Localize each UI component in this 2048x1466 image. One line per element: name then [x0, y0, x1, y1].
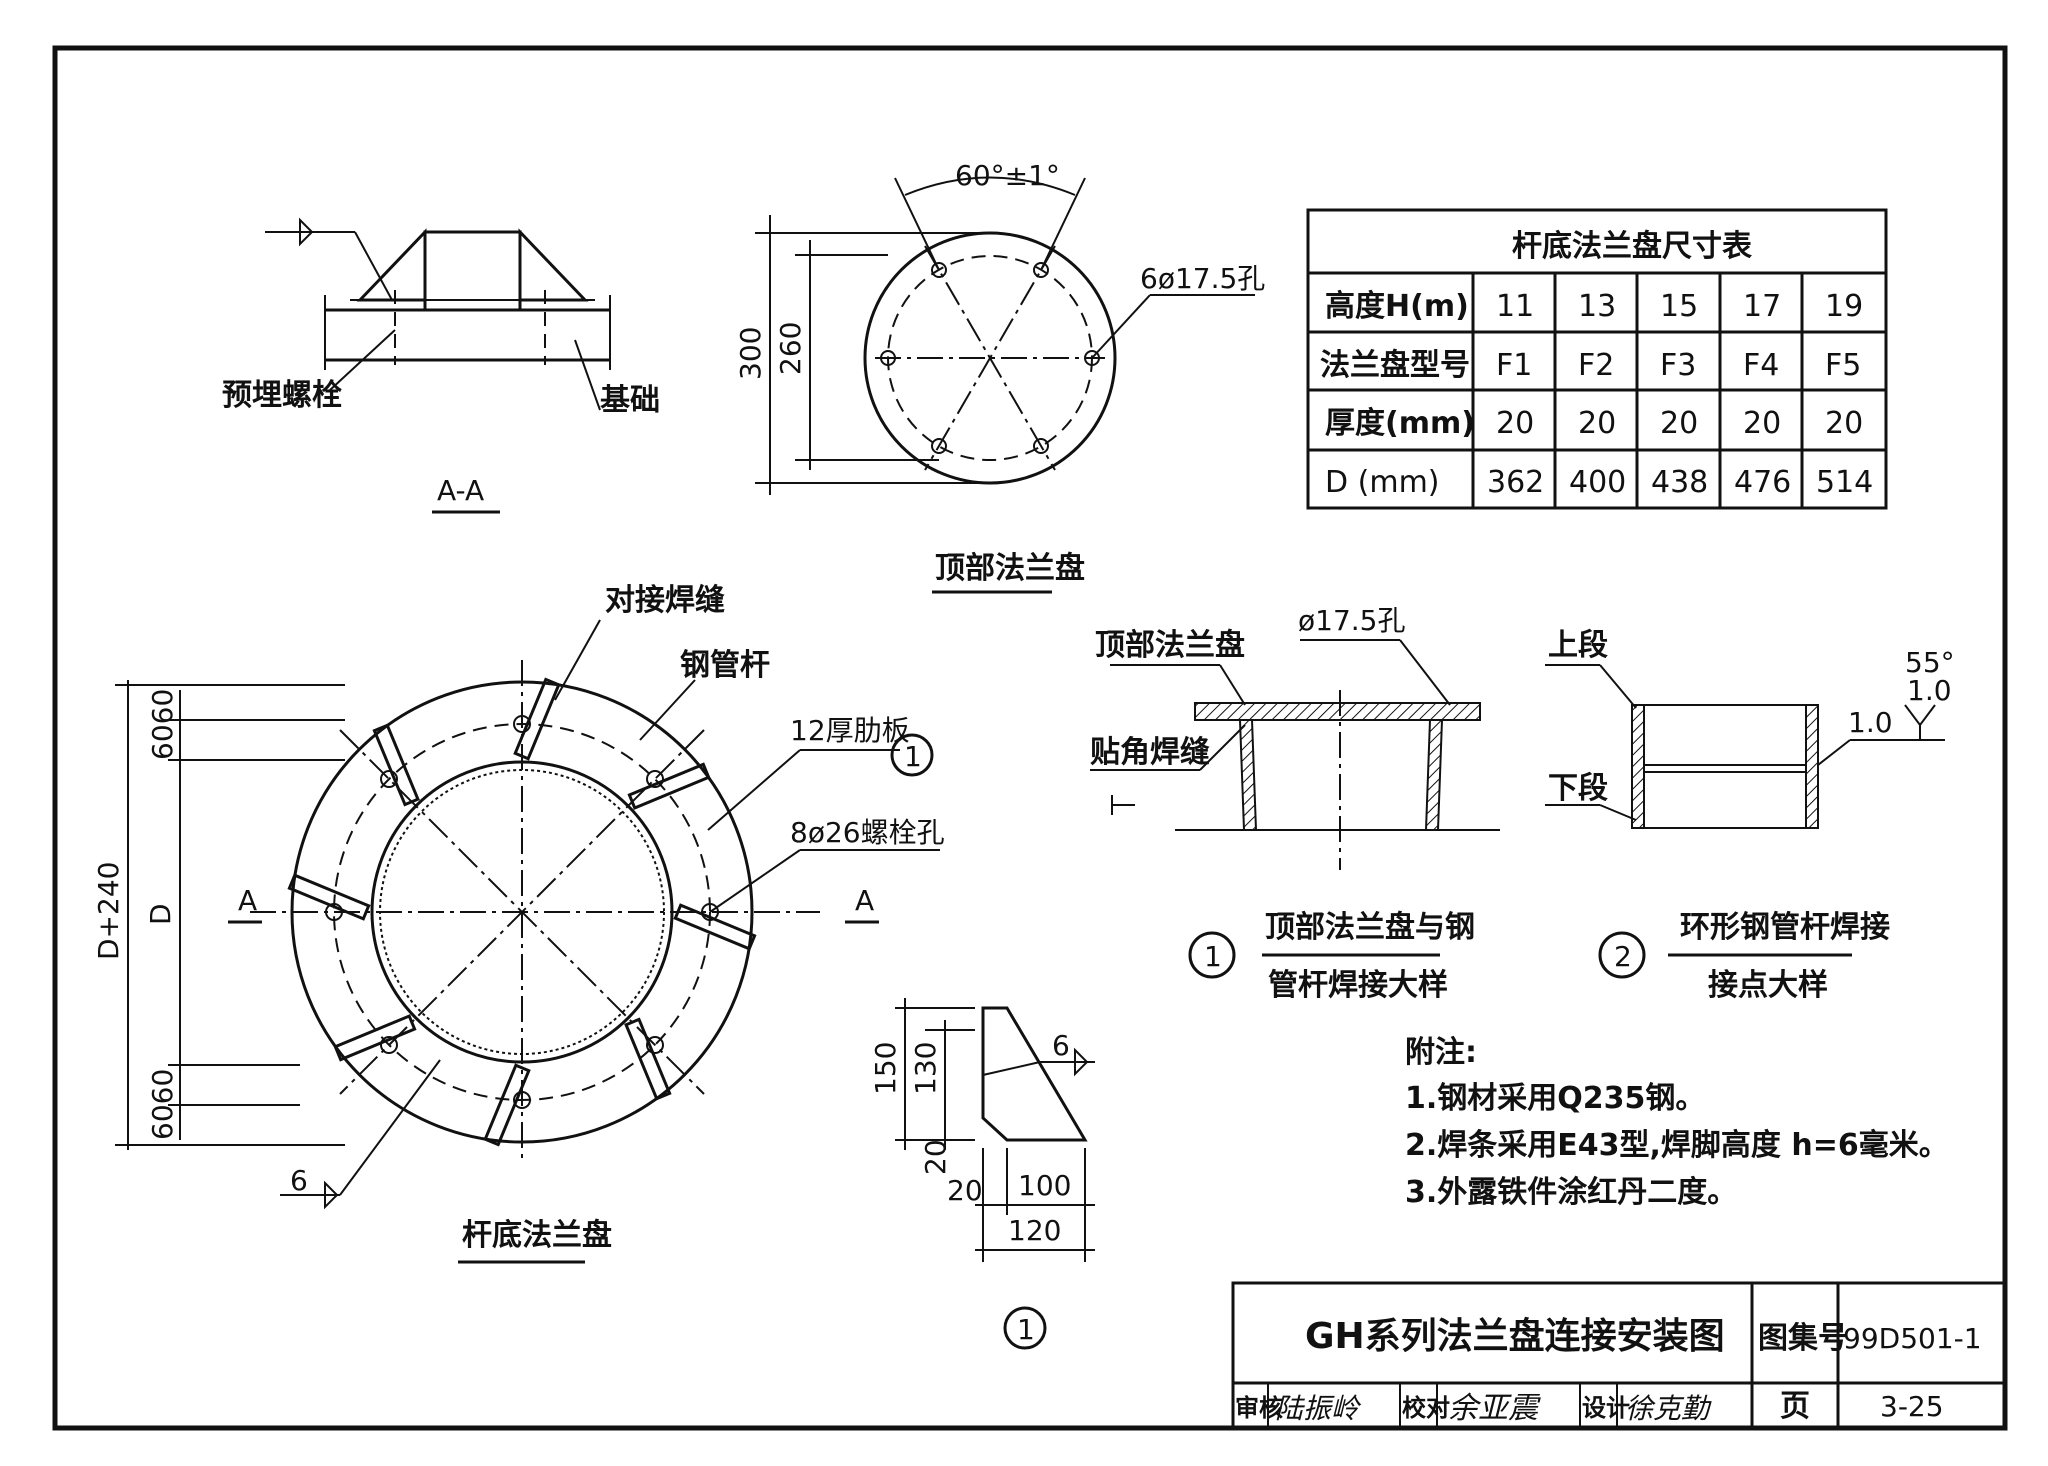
- section-mark-right: A: [855, 884, 874, 917]
- table-cell: 514: [1816, 465, 1873, 500]
- d1-flange-label: 顶部法兰盘: [1095, 628, 1245, 663]
- table-cell: 438: [1651, 465, 1708, 500]
- top-dim-outer: 300: [734, 327, 767, 380]
- title-block: GH系列法兰盘连接安装图 图集号 99D501-1 审核 陆振岭 校对 余亚震 …: [1231, 1281, 2007, 1430]
- rib-dim-120: 120: [1008, 1214, 1061, 1247]
- bolt-holes-label: 8ø26螺栓孔: [790, 816, 945, 849]
- table-cell: F1: [1496, 348, 1532, 383]
- table-cell: 19: [1825, 289, 1863, 324]
- rib-plates: [287, 677, 757, 1147]
- d1-hole-label: ø17.5孔: [1298, 604, 1405, 637]
- table-cell: 17: [1743, 289, 1781, 324]
- table-cell: 20: [1743, 406, 1781, 441]
- page-number: 3-25: [1880, 1390, 1944, 1423]
- aa-base-label: 基础: [600, 383, 660, 418]
- check-label: 校对: [1402, 1394, 1450, 1422]
- aa-title: A-A: [437, 474, 484, 507]
- butt-weld-label: 对接焊缝: [605, 583, 725, 618]
- top-angle: 60°±1°: [955, 159, 1060, 192]
- d2-gap-a: 1.0: [1907, 674, 1952, 707]
- table-row-label: 厚度(mm): [1325, 406, 1475, 441]
- table-cell: 15: [1660, 289, 1698, 324]
- review-label: 审核: [1235, 1394, 1283, 1422]
- d1-fillet-label: 贴角焊缝: [1090, 735, 1210, 770]
- top-flange-view: 60°±1° 6ø17.5孔 300 260 顶部法兰盘: [734, 159, 1265, 594]
- table-cell: F5: [1825, 348, 1861, 383]
- d2-lower-label: 下段: [1548, 771, 1608, 806]
- table-row-label: D (mm): [1325, 465, 1440, 500]
- table-row-label: 法兰盘型号: [1320, 348, 1470, 383]
- weld-size: 6: [290, 1164, 308, 1197]
- top-flange-title: 顶部法兰盘: [935, 551, 1085, 586]
- table-cell: 11: [1496, 289, 1534, 324]
- note-item: 1.钢材采用Q235钢。: [1405, 1081, 1705, 1116]
- detail-2-view: 上段 下段 1.0 55° 1.0 2 环形钢管杆焊接 接点大样: [1545, 628, 1955, 1003]
- dim-d: D: [144, 903, 177, 925]
- table-cell: F2: [1578, 348, 1614, 383]
- rib-dim-130: 130: [909, 1042, 942, 1095]
- d2-title-line1: 环形钢管杆焊接: [1680, 910, 1890, 945]
- table-cell: 400: [1569, 465, 1626, 500]
- detail-1-view: 顶部法兰盘 ø17.5孔 贴角焊缝 1 顶部法兰盘与钢 管杆焊接大样: [1090, 604, 1500, 1003]
- d1-number: 1: [1204, 940, 1222, 973]
- rib-ref-number: 1: [1017, 1313, 1035, 1346]
- table-row-label: 高度H(m): [1325, 289, 1469, 324]
- section-mark-left: A: [238, 884, 257, 917]
- table-cell: 13: [1578, 289, 1616, 324]
- d2-title-line2: 接点大样: [1708, 968, 1828, 1003]
- rib-dim-20a: 20: [919, 1139, 952, 1175]
- bottom-flange-view: 对接焊缝 钢管杆 12厚肋板 1 8ø26螺栓孔 A A D+240 D 606…: [92, 583, 945, 1264]
- atlas-number: 99D501-1: [1843, 1322, 1982, 1355]
- notes-heading: 附注:: [1405, 1035, 1477, 1070]
- size-table: 杆底法兰盘尺寸表 高度H(m) 法兰盘型号 厚度(mm) D (mm) 11 1…: [1306, 208, 1888, 510]
- d1-title-line1: 顶部法兰盘与钢: [1265, 910, 1475, 945]
- rib-ref-number: 1: [904, 740, 922, 773]
- rib-weld: 6: [1052, 1029, 1070, 1062]
- d2-angle: 55°: [1905, 646, 1955, 679]
- dim-total: D+240: [92, 862, 125, 960]
- rib-label: 12厚肋板: [790, 714, 910, 747]
- aa-bolt-label: 预埋螺栓: [222, 378, 342, 413]
- table-cell: F4: [1743, 348, 1779, 383]
- dim-top: 6060: [146, 689, 179, 760]
- bottom-flange-title: 杆底法兰盘: [462, 1218, 612, 1253]
- table-cell: 476: [1734, 465, 1791, 500]
- rib-plate-detail: 6 150 130 20 20 100 120 1: [869, 998, 1095, 1350]
- table-cell: 20: [1660, 406, 1698, 441]
- top-holes: 6ø17.5孔: [1140, 262, 1265, 295]
- reviewer-signature: 陆振岭: [1275, 1392, 1362, 1425]
- note-item: 2.焊条采用E43型,焊脚高度 h=6毫米。: [1405, 1128, 1949, 1163]
- table-cell: 20: [1496, 406, 1534, 441]
- table-cell: 20: [1825, 406, 1863, 441]
- rib-dim-100: 100: [1018, 1169, 1071, 1202]
- top-dim-inner: 260: [774, 322, 807, 375]
- rib-dim-150: 150: [869, 1042, 902, 1095]
- d2-upper-label: 上段: [1548, 628, 1608, 663]
- section-aa-view: 预埋螺栓 基础 A-A: [222, 217, 660, 514]
- table-cell: 20: [1578, 406, 1616, 441]
- steel-pipe-label: 钢管杆: [680, 648, 770, 683]
- drawing-frame: [52, 45, 2008, 1431]
- d2-gap-b: 1.0: [1848, 706, 1893, 739]
- atlas-label: 图集号: [1758, 1321, 1848, 1356]
- d2-number: 2: [1614, 940, 1632, 973]
- note-item: 3.外露铁件涂红丹二度。: [1405, 1175, 1737, 1210]
- dim-bottom: 6060: [146, 1069, 179, 1140]
- notes: 附注: 1.钢材采用Q235钢。 2.焊条采用E43型,焊脚高度 h=6毫米。 …: [1405, 1035, 1949, 1210]
- checker-signature: 余亚震: [1448, 1391, 1541, 1426]
- table-cell: 362: [1487, 465, 1544, 500]
- rib-dim-20b: 20: [947, 1174, 983, 1207]
- design-label: 设计: [1582, 1394, 1630, 1422]
- d1-title-line2: 管杆焊接大样: [1268, 968, 1448, 1003]
- drawing-title: GH系列法兰盘连接安装图: [1305, 1315, 1725, 1357]
- designer-signature: 徐克勤: [1625, 1392, 1712, 1425]
- size-table-title: 杆底法兰盘尺寸表: [1512, 229, 1752, 264]
- table-cell: F3: [1660, 348, 1696, 383]
- page-label: 页: [1780, 1389, 1810, 1424]
